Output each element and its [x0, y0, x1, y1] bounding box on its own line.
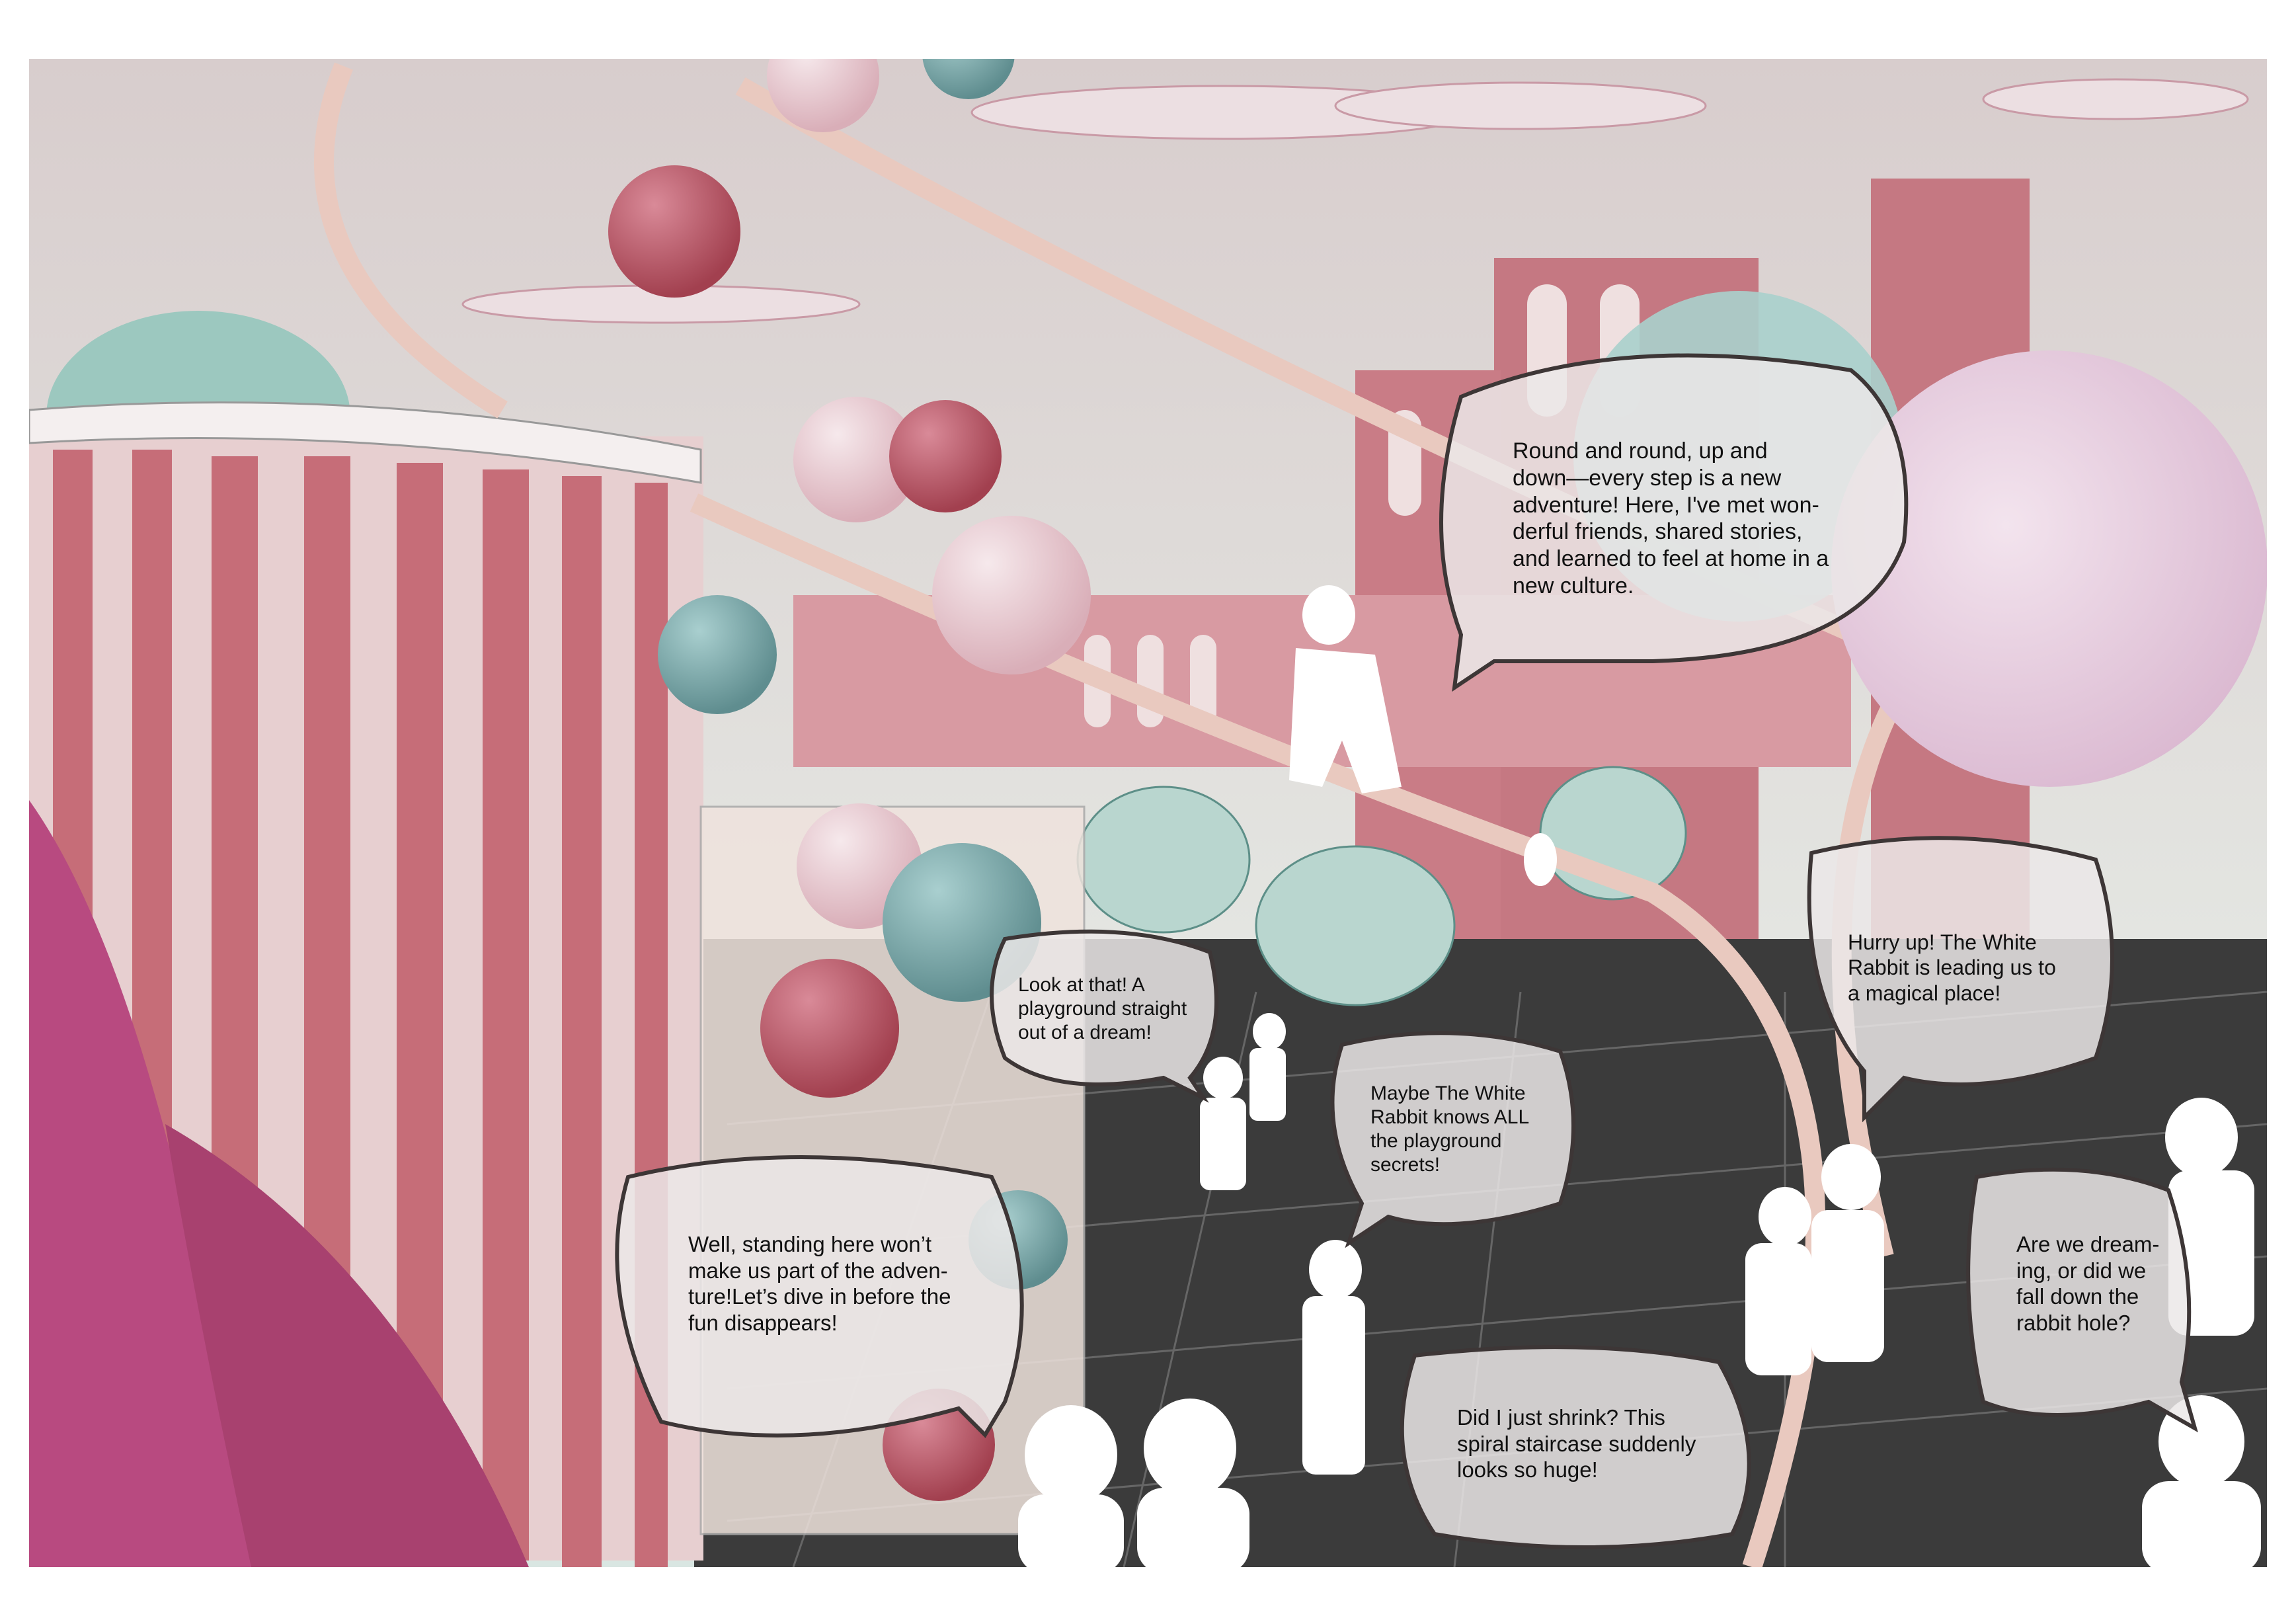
speech-bubble-did-i-shrink: Did I just shrink? This spiral staircase… [1457, 1405, 1696, 1482]
speech-bubble-maybe-white-rabbit: Maybe The White Rabbit knows ALL the pla… [1370, 1082, 1530, 1176]
speech-bubble-round-and-round: Round and round, up and down—every step … [1513, 438, 1829, 598]
speech-bubble-look-at-that: Look at that! A playground straight out … [1018, 974, 1187, 1043]
clouds [461, 78, 2249, 324]
speech-bubble-shapes [615, 353, 2198, 1549]
pink-sphere-large [1831, 350, 2267, 787]
speech-bubble-hurry-up: Hurry up! The White Rabbit is leading us… [1848, 930, 2056, 1005]
speech-bubble-are-we-dreaming: Are we dream- ing, or did we fall down t… [2016, 1232, 2160, 1335]
hanging-spheres [608, 59, 1091, 1501]
speech-bubble-well-standing: Well, standing here won’t make us part o… [688, 1232, 951, 1335]
